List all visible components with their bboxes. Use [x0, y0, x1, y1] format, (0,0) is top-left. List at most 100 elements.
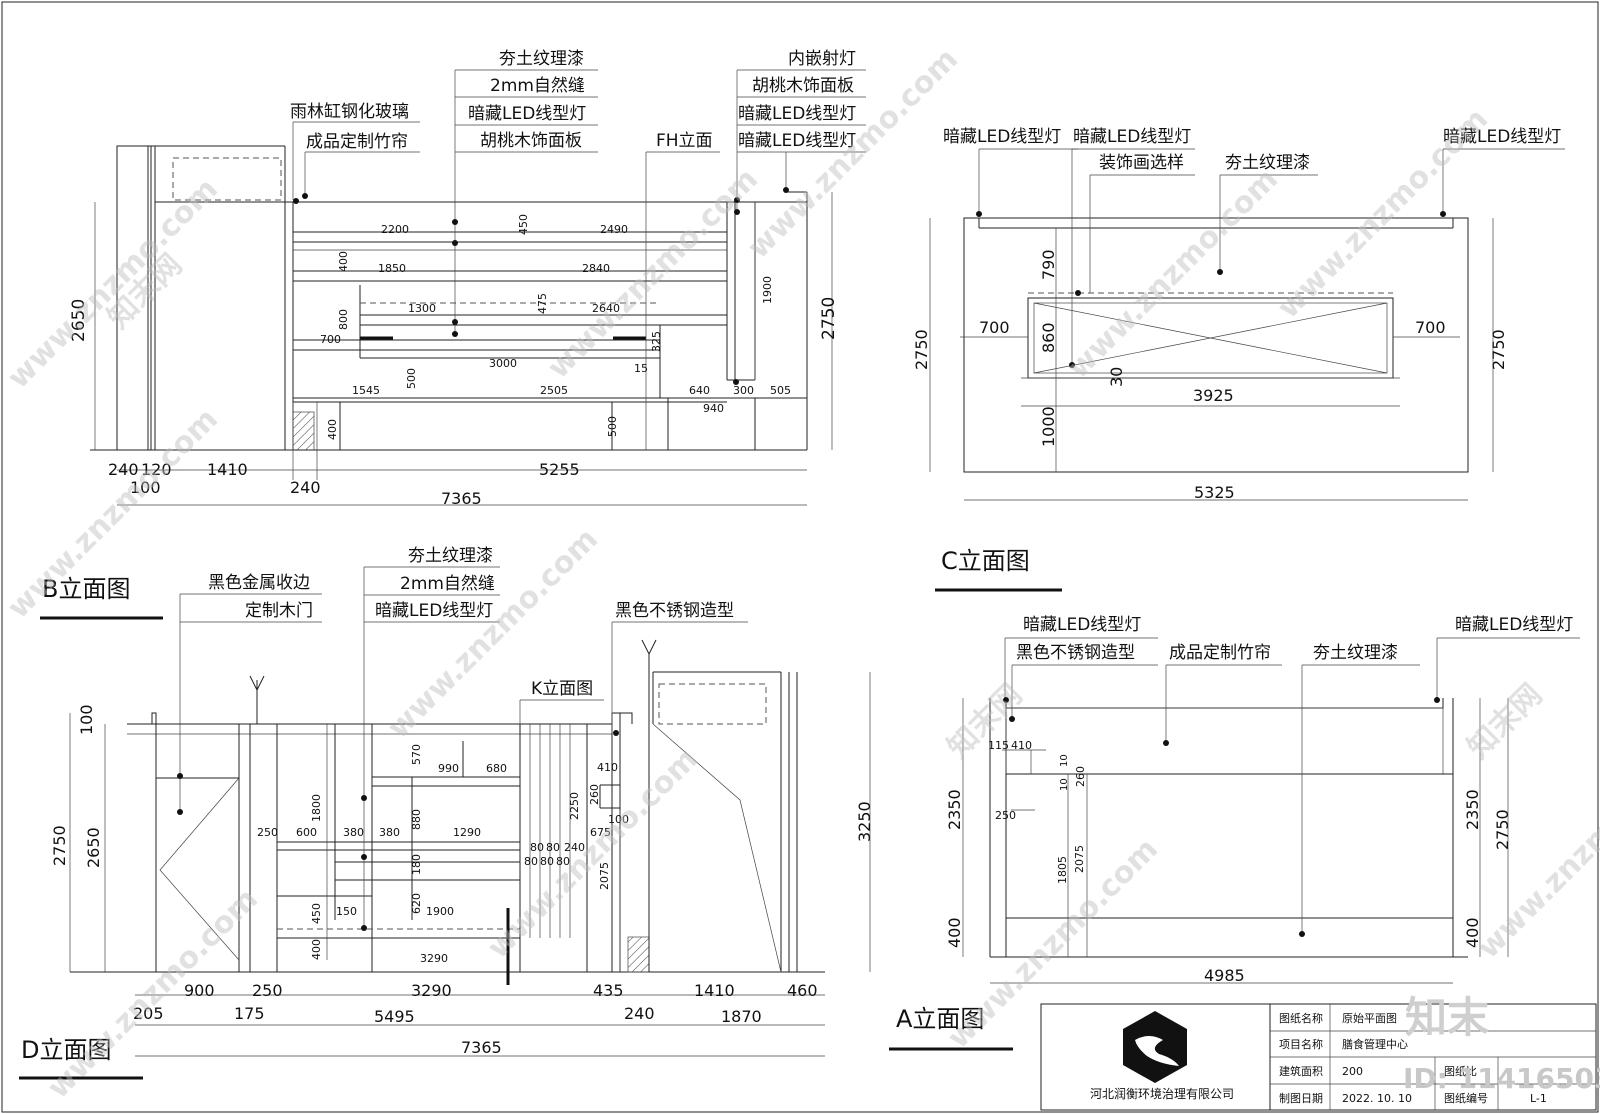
dim-label: 1900 — [426, 905, 454, 918]
a-view-title: A立面图 — [896, 1005, 984, 1033]
d-callout-k-view: K立面图 — [531, 679, 593, 699]
tb-label: 制图日期 — [1279, 1092, 1323, 1105]
dim-label: 240 — [624, 1004, 655, 1023]
b-hatch-block — [292, 411, 315, 451]
dim-label: 4985 — [1204, 966, 1245, 985]
dim-label: 640 — [689, 384, 710, 397]
b-callout-glass: 雨林缸钢化玻璃 — [290, 101, 409, 122]
dim-label: 2350 — [1463, 789, 1482, 830]
dim-label: 325 — [650, 331, 663, 352]
b-callout-led-r1: 暗藏LED线型灯 — [738, 104, 856, 124]
dim-label: 240 — [564, 841, 585, 854]
watermark-text: www.znzmo.com — [481, 742, 705, 966]
c-elevation — [929, 148, 1565, 501]
dim-label: 100 — [130, 478, 161, 497]
tb-value: 200 — [1342, 1065, 1363, 1078]
dim-label: 800 — [337, 309, 350, 330]
dim-label: 600 — [296, 826, 317, 839]
dim-label: 100 — [608, 813, 629, 826]
dim-label: 2075 — [1073, 845, 1086, 873]
dim-label: 1290 — [453, 826, 481, 839]
watermark-id: ID: 1141650315 — [1403, 1062, 1600, 1095]
dim-label: 10 — [1059, 754, 1070, 767]
dim-label: 250 — [252, 981, 283, 1000]
dim-label: 1850 — [378, 262, 406, 275]
c-labels: 暗藏LED线型灯 暗藏LED线型灯 装饰画选样 夯土纹理漆 暗藏LED线型灯 2… — [912, 127, 1561, 592]
dim-label: 80 — [546, 841, 560, 854]
dim-label: 2750 — [1493, 809, 1512, 850]
dim-label: 3290 — [411, 981, 452, 1000]
dim-label: 1300 — [408, 302, 436, 315]
b-callout-bamboo: 成品定制竹帘 — [306, 132, 408, 152]
dim-label: 80 — [524, 855, 538, 868]
dim-label: 400 — [326, 419, 339, 440]
dim-label: 860 — [1039, 322, 1058, 353]
dim-label: 3925 — [1193, 386, 1234, 405]
dim-label: 680 — [486, 762, 507, 775]
tb-value: L-1 — [1530, 1092, 1547, 1105]
dim-label: 3250 — [855, 801, 874, 842]
c-callout-led-m: 暗藏LED线型灯 — [1073, 127, 1191, 147]
dim-label: 900 — [184, 981, 215, 1000]
dim-label: 80 — [540, 855, 554, 868]
c-view-title: C立面图 — [941, 547, 1030, 575]
company-name: 河北润衡环境治理有限公司 — [1090, 1086, 1234, 1101]
dim-label: 30 — [1107, 367, 1126, 387]
dim-label: 410 — [597, 761, 618, 774]
dim-label: 260 — [1074, 766, 1087, 787]
dim-label: 260 — [588, 784, 601, 805]
dim-label: 5255 — [539, 460, 580, 479]
b-callout-spot: 内嵌射灯 — [788, 49, 856, 69]
dim-label: 1805 — [1056, 856, 1069, 884]
watermark-text: www.znzmo.com — [1271, 102, 1495, 326]
dim-label: 15 — [634, 362, 648, 375]
watermark-text: 知末网 — [941, 677, 1029, 765]
dim-label: 180 — [410, 854, 423, 875]
title-block: 河北润衡环境治理有限公司 图纸名称 原始平面图 项目名称 膳食管理中心 建筑面积… — [1040, 1003, 1597, 1111]
dim-label: 700 — [979, 318, 1010, 337]
dim-label: 5325 — [1194, 483, 1235, 502]
a-bamboo-curtain — [1005, 707, 1444, 775]
dim-label: 300 — [733, 384, 754, 397]
dim-label: 400 — [945, 917, 964, 948]
b-callout-led: 暗藏LED线型灯 — [468, 104, 586, 124]
dim-label: 5495 — [374, 1007, 415, 1026]
dim-label: 450 — [517, 214, 530, 235]
dim-label: 990 — [438, 762, 459, 775]
dim-label: 205 — [133, 1004, 164, 1023]
dim-label: 700 — [1415, 318, 1446, 337]
dim-label: 675 — [590, 826, 611, 839]
dim-label: 410 — [1011, 739, 1032, 752]
tb-label: 图纸比 — [1444, 1065, 1477, 1078]
dim-label: 2505 — [540, 384, 568, 397]
tb-label: 项目名称 — [1279, 1037, 1323, 1051]
dim-label: 240 — [108, 460, 139, 479]
b-callout-led-r2: 暗藏LED线型灯 — [738, 131, 856, 151]
tb-label: 图纸编号 — [1444, 1091, 1488, 1105]
dim-label: 1410 — [207, 460, 248, 479]
dim-label: 450 — [310, 903, 323, 924]
b-callout-gap: 2mm自然缝 — [490, 76, 585, 96]
a-callout-led-l: 暗藏LED线型灯 — [1023, 615, 1141, 635]
d-glass-tank-outline — [658, 683, 767, 725]
dim-label: 700 — [320, 333, 341, 346]
dim-label: 880 — [410, 809, 423, 830]
dim-label: 175 — [234, 1004, 265, 1023]
dim-label: 7365 — [441, 489, 482, 508]
watermark-text: 知末网 — [1461, 677, 1549, 765]
d-callout-steel: 黑色不锈钢造型 — [615, 601, 734, 621]
dim-label: 400 — [337, 251, 350, 272]
dim-label: 80 — [530, 841, 544, 854]
watermark-text: www.znzmo.com — [1061, 162, 1285, 386]
dim-label: 500 — [405, 368, 418, 389]
a-elevation — [962, 637, 1580, 984]
d-labels: 黑色金属收边 定制木门 夯土纹理漆 2mm自然缝 暗藏LED线型灯 黑色不锈钢造… — [19, 546, 874, 1080]
dim-label: 475 — [536, 293, 549, 314]
dim-label: 100 — [77, 704, 96, 735]
b-callout-walnut: 胡桃木饰面板 — [480, 131, 582, 151]
dim-label: 3290 — [420, 952, 448, 965]
dim-label: 380 — [343, 826, 364, 839]
watermark-text: www.znzmo.com — [1, 172, 225, 396]
